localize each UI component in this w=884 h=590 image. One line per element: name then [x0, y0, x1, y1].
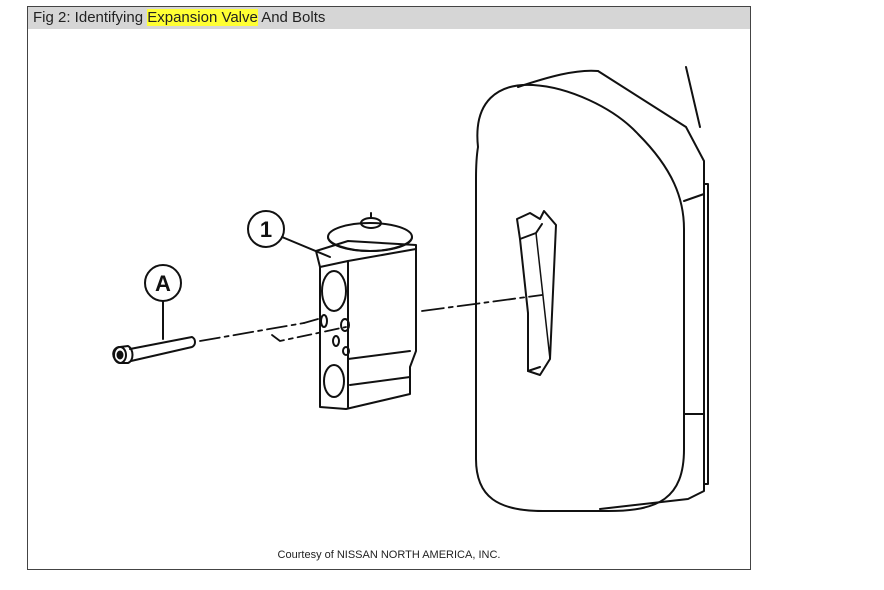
bolt-a — [112, 336, 196, 364]
caption-suffix: And Bolts — [257, 9, 326, 26]
figure-caption: Fig 2: Identifying Expansion Valve And B… — [28, 7, 750, 29]
exploded-view-diagram: 1 A — [112, 66, 709, 512]
figure-panel: Fig 2: Identifying Expansion Valve And B… — [27, 6, 751, 570]
expansion-valve — [315, 212, 417, 410]
courtesy-credit: Courtesy of NISSAN NORTH AMERICA, INC. — [277, 549, 501, 561]
caption-highlight: Expansion Valve — [147, 9, 258, 26]
callout-1: 1 — [247, 210, 331, 258]
callout-a-label: A — [155, 271, 171, 296]
callout-a: A — [144, 264, 182, 340]
assembly-lines — [199, 294, 543, 342]
callout-1-label: 1 — [260, 217, 272, 242]
evaporator-housing — [475, 66, 709, 512]
caption-prefix: Fig 2: Identifying — [33, 9, 148, 26]
